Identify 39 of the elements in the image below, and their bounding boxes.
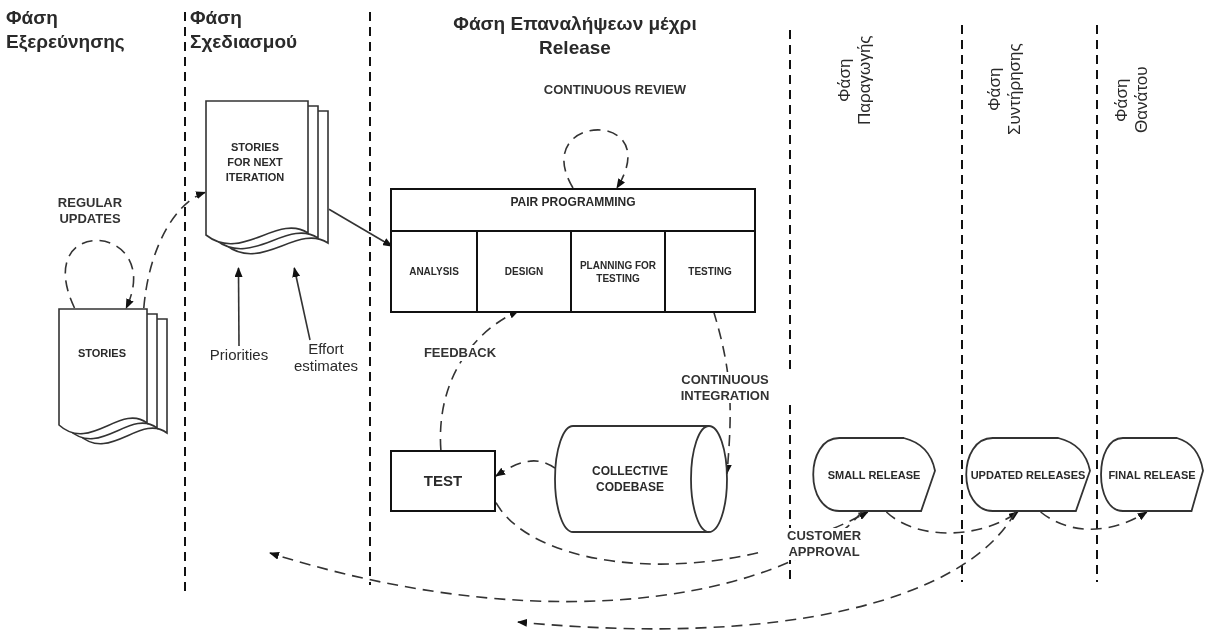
node-label: STORIES FOR NEXT ITERATION — [224, 140, 286, 185]
node-label: SMALL RELEASE — [826, 467, 922, 482]
arrow — [563, 129, 629, 189]
phase-heading: Φάση Παραγωγής — [835, 34, 876, 127]
node-label: TESTING — [687, 264, 733, 279]
arrow — [143, 191, 206, 309]
node-label: TEST — [422, 470, 464, 491]
node-label: PLANNING FOR TESTING — [578, 258, 658, 285]
node-label: DESIGN — [503, 264, 545, 279]
arrow — [517, 511, 1017, 630]
phase-heading: Φάση Επαναλήψεων μέχρι Release — [452, 12, 698, 60]
node-label: STORIES — [76, 346, 128, 361]
table-heading: PAIR PROGRAMMING — [509, 194, 637, 211]
arrow — [234, 267, 243, 347]
arrow — [269, 511, 863, 603]
phase-heading: Φάση Σχεδιασμού — [190, 6, 299, 54]
table-cell — [570, 230, 664, 311]
node-label: FINAL RELEASE — [1107, 467, 1197, 482]
database-cylinder — [555, 425, 727, 533]
arrow — [1039, 511, 1148, 531]
release-shape — [1100, 437, 1204, 512]
phase-heading: Φάση Συντήρησης — [985, 42, 1026, 137]
release-shape — [965, 437, 1091, 512]
node-label: ANALYSIS — [408, 264, 460, 279]
table-cell — [476, 230, 570, 311]
node-label: COLLECTIVE CODEBASE — [591, 462, 669, 496]
arrow — [495, 460, 556, 477]
table-cell — [664, 230, 754, 311]
arrow — [64, 239, 134, 309]
arrow — [292, 267, 311, 341]
arrow — [885, 511, 1019, 534]
annotation-text: Priorities — [208, 346, 270, 364]
phase-heading: Φάση Θανάτου — [1112, 65, 1153, 136]
annotation-text: Effort estimates — [292, 340, 360, 375]
process-box — [390, 450, 496, 512]
node-label: UPDATED RELEASES — [969, 467, 1087, 482]
process-table — [390, 188, 756, 313]
release-shape — [812, 437, 936, 512]
phase-heading: Φάση Εξερεύνησης — [6, 6, 126, 54]
